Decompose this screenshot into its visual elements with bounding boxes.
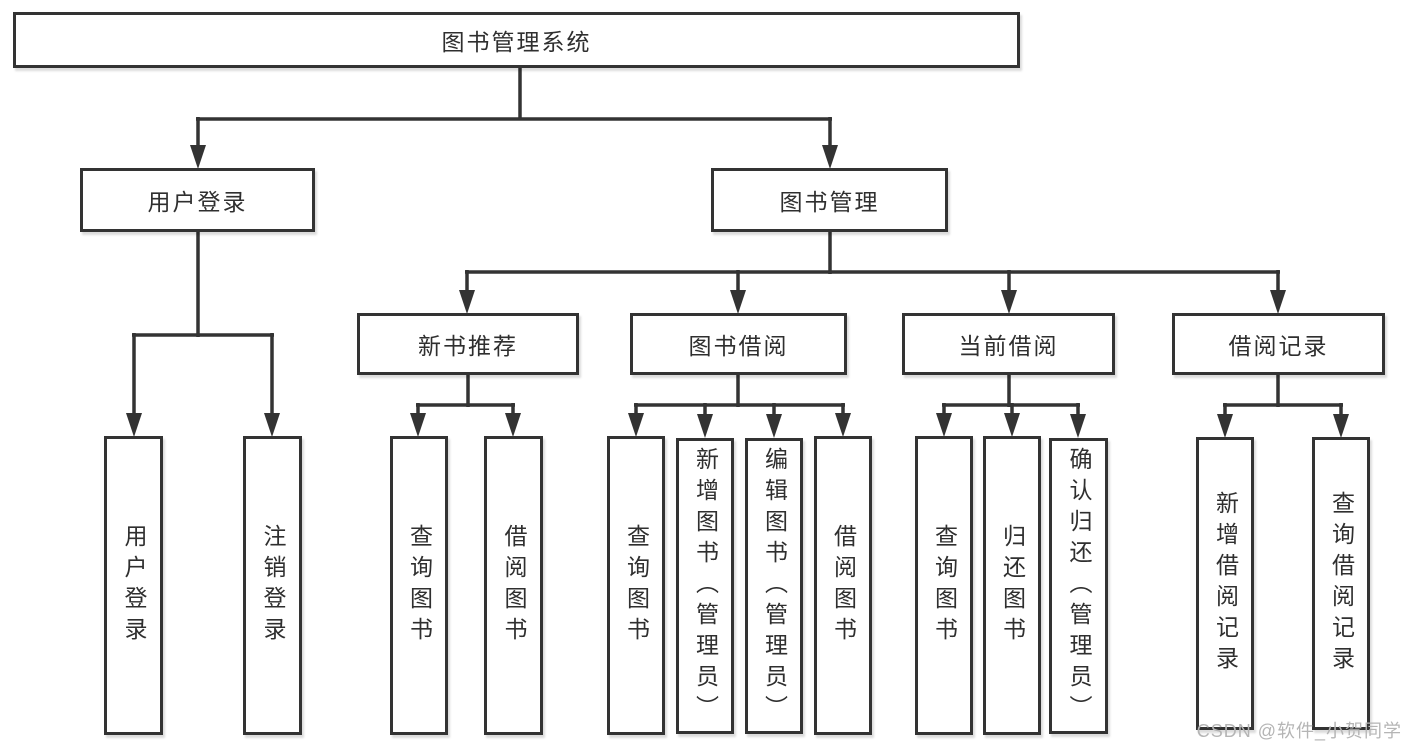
node-book-management-label: 图书管理 xyxy=(779,189,880,215)
node-user-login: 用户登录 xyxy=(80,168,315,232)
node-current-borrowing-label: 当前借阅 xyxy=(958,333,1059,359)
leaf-return-book-label: 归还图书 xyxy=(999,523,1026,648)
leaf-borrow-books: 借阅图书 xyxy=(484,436,543,735)
node-root-system: 图书管理系统 xyxy=(13,12,1020,68)
node-root-label: 图书管理系统 xyxy=(441,29,592,55)
leaf-query-books-label: 查询图书 xyxy=(406,523,433,648)
leaf-add-borrow-record-label: 新增借阅记录 xyxy=(1212,490,1239,677)
leaf-borrow-books-label: 借阅图书 xyxy=(830,523,857,648)
node-book-borrowing: 图书借阅 xyxy=(630,313,847,375)
node-borrowing-records: 借阅记录 xyxy=(1172,313,1385,375)
leaf-query-books-label: 查询图书 xyxy=(623,523,650,648)
leaf-borrow-books-label: 借阅图书 xyxy=(501,523,527,648)
leaf-query-borrow-record-label: 查询借阅记录 xyxy=(1328,490,1355,677)
leaf-edit-book-admin-label: 编辑图书（管理员） xyxy=(761,446,788,726)
leaf-query-books-label: 查询图书 xyxy=(931,523,958,648)
leaf-confirm-return-admin-label: 确认归还（管理员） xyxy=(1066,446,1092,726)
watermark: CSDN @软件_小贺同学 xyxy=(1196,721,1402,741)
leaf-user-login-label: 用户登录 xyxy=(121,523,147,648)
node-user-login-label: 用户登录 xyxy=(147,189,248,215)
leaf-add-borrow-record: 新增借阅记录 xyxy=(1196,437,1254,730)
node-book-management: 图书管理 xyxy=(711,168,948,232)
leaf-add-book-admin-label: 新增图书（管理员） xyxy=(692,446,719,726)
node-current-borrowing: 当前借阅 xyxy=(902,313,1115,375)
leaf-add-book-admin: 新增图书（管理员） xyxy=(676,438,734,734)
leaf-edit-book-admin: 编辑图书（管理员） xyxy=(745,438,803,734)
leaf-query-books: 查询图书 xyxy=(390,436,448,735)
node-new-book-recommendation-label: 新书推荐 xyxy=(418,333,518,359)
leaf-logout-label: 注销登录 xyxy=(260,523,286,648)
leaf-query-books: 查询图书 xyxy=(607,436,665,735)
leaf-confirm-return-admin: 确认归还（管理员） xyxy=(1049,438,1108,734)
leaf-return-book: 归还图书 xyxy=(983,436,1041,735)
leaf-query-books: 查询图书 xyxy=(915,436,973,735)
node-borrowing-records-label: 借阅记录 xyxy=(1228,333,1329,359)
node-book-borrowing-label: 图书借阅 xyxy=(688,333,789,359)
leaf-borrow-books: 借阅图书 xyxy=(814,436,872,735)
node-new-book-recommendation: 新书推荐 xyxy=(357,313,579,375)
leaf-query-borrow-record: 查询借阅记录 xyxy=(1312,437,1370,730)
leaf-user-login: 用户登录 xyxy=(104,436,163,735)
leaf-logout: 注销登录 xyxy=(243,436,302,735)
